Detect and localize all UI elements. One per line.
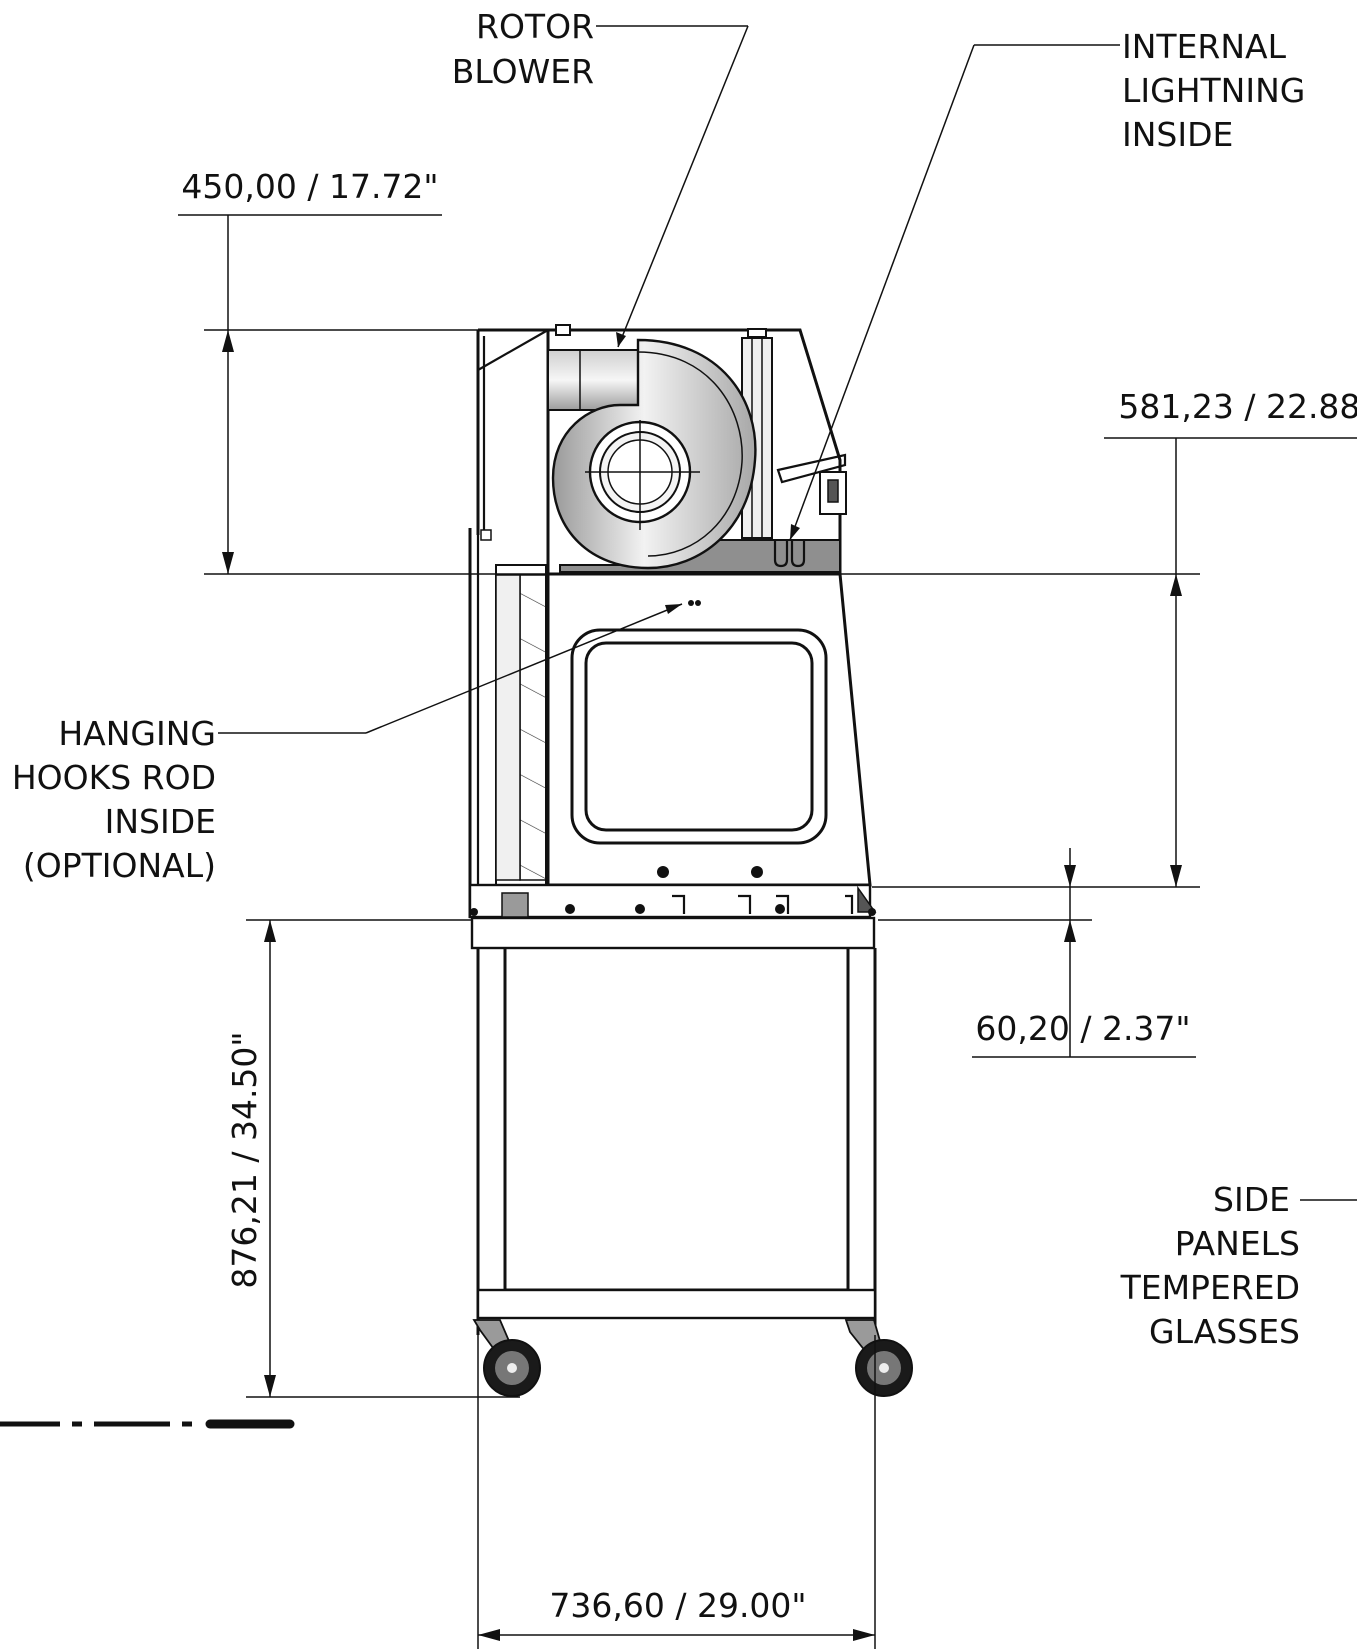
rotor-blower-fan bbox=[547, 338, 757, 570]
dimension-chamber-height-text: 581,23 / 22.88" bbox=[1118, 387, 1357, 426]
caster-left bbox=[472, 1319, 541, 1397]
label-hanging-hooks-line1: HANGING bbox=[58, 714, 216, 753]
dimension-base-height-text: 60,20 / 2.37" bbox=[975, 1009, 1190, 1048]
label-hanging-hooks-line3: INSIDE bbox=[105, 802, 216, 841]
dimension-blower-height-text: 450,00 / 17.72" bbox=[181, 167, 438, 206]
dimension-blower-height bbox=[178, 214, 1200, 575]
label-internal-lightning: INTERNAL LIGHTNING INSIDE bbox=[1122, 27, 1305, 154]
label-hanging-hooks-line2: HOOKS ROD bbox=[12, 758, 216, 797]
label-rotor-blower: ROTOR BLOWER bbox=[452, 7, 594, 91]
label-hanging-hooks: HANGING HOOKS ROD INSIDE (OPTIONAL) bbox=[12, 714, 216, 885]
leader-internal-lightning bbox=[789, 44, 1120, 541]
dimension-overall-width-text: 736,60 / 29.00" bbox=[549, 1586, 806, 1625]
support-stand bbox=[470, 916, 877, 1335]
leader-hanging-hooks bbox=[218, 603, 683, 734]
label-side-panels-line4: GLASSES bbox=[1149, 1312, 1300, 1351]
label-rotor-blower-line2: BLOWER bbox=[452, 52, 594, 91]
dimension-chamber-height bbox=[872, 437, 1357, 888]
dimension-stand-height-text: 876,21 / 34.50" bbox=[225, 1031, 264, 1288]
label-side-panels-line3: TEMPERED bbox=[1120, 1268, 1300, 1307]
label-internal-lightning-line3: INSIDE bbox=[1122, 115, 1233, 154]
caster-right bbox=[844, 1319, 913, 1397]
dimension-stand-height bbox=[246, 919, 520, 1398]
label-hanging-hooks-line4: (OPTIONAL) bbox=[23, 846, 216, 885]
dimension-base-height bbox=[878, 848, 1196, 1058]
dimension-overall-width bbox=[477, 1335, 876, 1649]
label-side-panels-line2: PANELS bbox=[1175, 1224, 1300, 1263]
label-rotor-blower-line1: ROTOR bbox=[476, 7, 594, 46]
label-internal-lightning-line2: LIGHTNING bbox=[1122, 71, 1305, 110]
work-chamber bbox=[468, 528, 877, 919]
leader-rotor-blower bbox=[596, 25, 749, 348]
label-side-panels-line1: SIDE bbox=[1213, 1180, 1290, 1219]
label-internal-lightning-line1: INTERNAL bbox=[1122, 27, 1287, 66]
label-side-panels: SIDE PANELS TEMPERED GLASSES bbox=[1120, 1180, 1300, 1351]
